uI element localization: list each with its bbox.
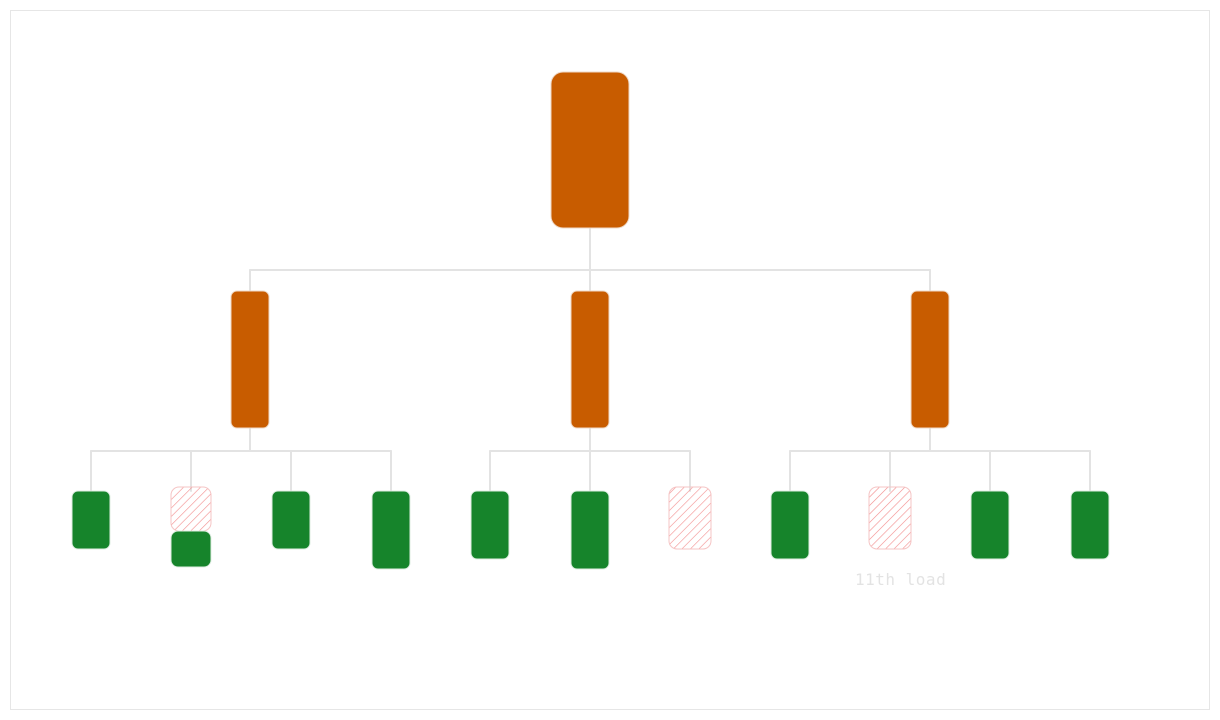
connector-lines (90, 227, 1091, 492)
branch-2-node (570, 290, 610, 429)
branch-1-leaf-3 (271, 490, 311, 550)
branch-2-leaf-1 (470, 490, 510, 560)
root-node (550, 71, 630, 229)
branch-3-node (910, 290, 950, 429)
branch-3-leaf-1 (770, 490, 810, 560)
branch-1-leaf-1 (71, 490, 111, 550)
branch-3-leaf-4 (1070, 490, 1110, 560)
branch-1-leaf-4 (371, 490, 411, 570)
branch-1-leaf-2-empty-slot (170, 486, 212, 532)
branch-3-leaf-3 (970, 490, 1010, 560)
branch-2-leaf-3-empty (668, 486, 712, 550)
load-caption: 11th load (855, 570, 947, 589)
branch-1-leaf-2-fill (170, 530, 212, 568)
branch-3-leaf-2-empty (868, 486, 912, 550)
tree-nodes (71, 71, 1110, 570)
branch-1-node (230, 290, 270, 429)
branch-2-leaf-2 (570, 490, 610, 570)
